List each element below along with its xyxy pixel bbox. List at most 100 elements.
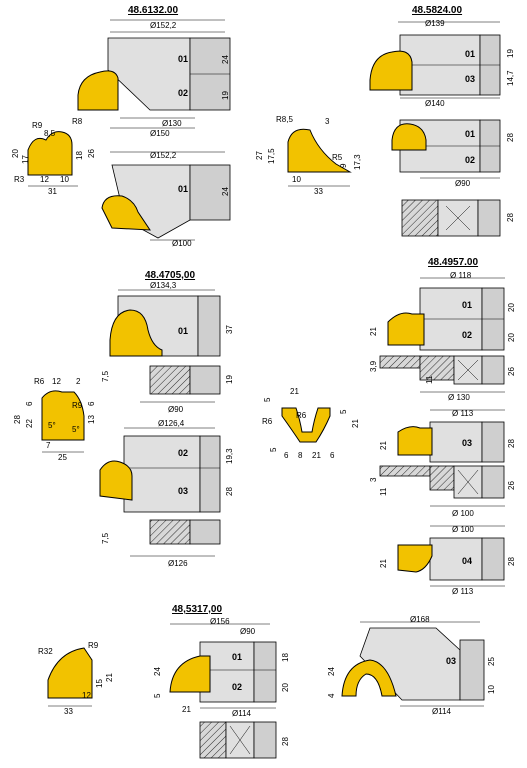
tool-code: 48,5317,00 — [172, 604, 222, 615]
dim-height: 37 — [225, 325, 234, 334]
profile-shape — [387, 312, 425, 346]
dim: R8,5 — [276, 115, 293, 124]
dim: 31 — [48, 187, 57, 196]
dim: 10 — [60, 175, 69, 184]
part-label: 02 — [232, 682, 242, 692]
profile-shape — [109, 309, 163, 357]
dim: 2 — [76, 377, 81, 386]
cutter-hub — [253, 641, 277, 703]
dim: 5 — [269, 447, 278, 452]
dim: R6 — [296, 411, 307, 420]
cutter-hub — [481, 537, 505, 581]
dim: R6 — [34, 377, 45, 386]
spacer-section — [401, 199, 439, 237]
dim-diameter: Ø 113 — [452, 409, 474, 418]
dim: 8 — [298, 451, 303, 460]
profile-p3: R6 12 2 R9 28 22 6 13 6 5° 5° 7 25 — [13, 377, 96, 462]
tool-4705: 48.4705,00 Ø134,3 01 37 7,5 19 Ø90 — [101, 270, 234, 414]
dim: 21 — [351, 419, 360, 428]
part-label: 01 — [232, 652, 242, 662]
dim-height: 24 — [221, 55, 230, 64]
tool-5824-variant: 01 02 28 Ø90 28 — [391, 119, 515, 237]
dim-diameter: Ø139 — [425, 19, 445, 28]
spacer-section — [429, 465, 455, 491]
profile-shape — [99, 460, 133, 501]
profile-shape — [341, 659, 397, 697]
dim: 28 — [13, 415, 22, 424]
dim-height: 24 — [153, 667, 162, 676]
cutter-hub — [481, 355, 505, 385]
dim: 5° — [48, 421, 56, 430]
tool-6132: 48.6132.00 Ø152,2 01 02 24 19 Ø130 Ø150 — [77, 5, 231, 138]
part-label: 01 — [178, 54, 188, 64]
dim: 21 — [312, 451, 321, 460]
dim-height: 28 — [507, 557, 516, 566]
dim: 13 — [87, 415, 96, 424]
dim-diameter: Ø114 — [432, 707, 452, 716]
dim-height: 28 — [507, 439, 516, 448]
part-label: 02 — [178, 88, 188, 98]
profile-shape — [27, 131, 73, 176]
dim: 5 — [339, 409, 348, 414]
part-label: 04 — [462, 556, 472, 566]
dim: 10 — [292, 175, 301, 184]
cutter-hub — [477, 199, 501, 237]
dim-diameter: Ø134,3 — [150, 281, 177, 290]
cutter-hub — [481, 421, 505, 463]
part-label: 03 — [446, 656, 456, 666]
dim-height: 20 — [281, 683, 290, 692]
dim: 20 — [11, 149, 20, 158]
dim-height: 19 — [221, 91, 230, 100]
tool-6132-variant: Ø152,2 01 24 Ø100 — [101, 151, 231, 248]
tool-set-113b: Ø 100 04 28 21 Ø 113 — [379, 525, 516, 596]
dim-height: 24 — [221, 187, 230, 196]
dim: 17,3 — [353, 154, 362, 170]
dim-height: 25 — [487, 657, 496, 666]
cutter-body — [429, 537, 483, 581]
dim-diameter: Ø168 — [410, 615, 430, 624]
dim-diameter: Ø90 — [455, 179, 471, 188]
profile-p1: R9 8,5 R8 20 17 18 26 R3 12 10 31 — [11, 117, 96, 196]
dim-height: 7,5 — [101, 532, 110, 544]
dim-diameter: Ø130 — [162, 119, 182, 128]
profile-p2: R8,5 3 27 17,5 R5 9 17,3 10 33 — [255, 115, 362, 196]
dim: R9 — [32, 121, 43, 130]
dim: 27 — [255, 151, 264, 160]
dim-height: 5 — [153, 693, 162, 698]
part-label: 03 — [462, 438, 472, 448]
profile-shape — [281, 407, 331, 443]
dim-height: 26 — [507, 481, 516, 490]
tool-set-168: Ø168 03 25 24 4 10 Ø114 — [327, 615, 496, 716]
dim-height: 28 — [225, 487, 234, 496]
part-label: 03 — [465, 74, 475, 84]
cutter-body — [107, 37, 191, 111]
tool-5317: 48,5317,00 Ø156 Ø90 01 02 24 5 18 20 21 … — [153, 604, 290, 759]
dim-height: 28 — [506, 133, 515, 142]
profile-shape — [397, 426, 433, 456]
dim-diameter: Ø152,2 — [150, 21, 177, 30]
dim-diameter: Ø126,4 — [158, 419, 185, 428]
part-label: 02 — [462, 330, 472, 340]
profile-p5: R32 R9 21 15 12 33 — [38, 641, 114, 716]
dim: 6 — [87, 401, 96, 406]
dim-height: 7,5 — [101, 370, 110, 382]
part-label: 01 — [462, 300, 472, 310]
dim: 18 — [75, 151, 84, 160]
part-label: 02 — [465, 155, 475, 165]
dim-height: 21 — [379, 559, 388, 568]
spacer-section — [199, 721, 227, 759]
profile-shape — [391, 123, 427, 151]
dim-diameter: Ø114 — [232, 709, 252, 718]
cutter-body — [123, 435, 201, 513]
profile-shape — [47, 647, 93, 699]
tool-set-113a: Ø 113 03 21 28 3 11 26 Ø 100 — [369, 409, 516, 518]
part-label: 02 — [178, 448, 188, 458]
dim-height: 24 — [327, 667, 336, 676]
spacer-section — [149, 519, 191, 545]
part-label: 01 — [465, 129, 475, 139]
dim-height: 11 — [425, 375, 434, 384]
dim: 22 — [25, 419, 34, 428]
dim-diameter: Ø 118 — [450, 271, 472, 280]
dim-diameter: Ø156 — [210, 617, 230, 626]
